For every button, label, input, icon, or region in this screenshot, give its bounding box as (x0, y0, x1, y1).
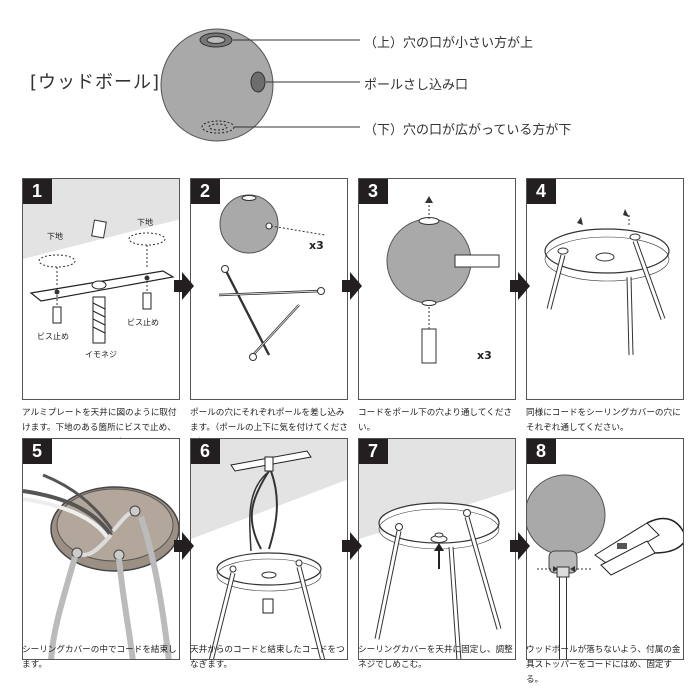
step-1-number: 1 (23, 179, 52, 204)
step-3-count: x3 (477, 349, 492, 362)
step-1-illustration (23, 179, 179, 344)
step-7-panel: 7 (358, 438, 516, 660)
step-4-illustration (544, 209, 670, 356)
arrow-icon (342, 272, 362, 300)
step-6-number: 6 (191, 439, 220, 464)
step-3-illustration (386, 196, 500, 364)
step-2-panel: 2 x3 (190, 178, 348, 400)
step-6-panel: 6 (190, 438, 348, 660)
step-5-number: 5 (23, 439, 52, 464)
wood-ball-diagram (160, 28, 360, 142)
step-3-caption: コードをポール下の穴より通してください。 (358, 408, 513, 433)
ball-title: [ウッドボール] (30, 72, 161, 93)
arrow-icon (510, 272, 530, 300)
step-6-illustration (191, 439, 347, 659)
step-1-label-imo: イモネジ (85, 350, 117, 359)
step-4-number: 4 (527, 179, 556, 204)
step-8-caption: ウッドボールが落ちないよう、付属の金具ストッパーをコードにはめ、固定する。 (526, 645, 681, 685)
step-8-number: 8 (527, 439, 556, 464)
step-7-illustration (359, 439, 515, 659)
callout-top: （上）穴の口が小さい方が上 (364, 36, 534, 51)
top-hole-inner (206, 36, 226, 44)
arrow-icon (342, 532, 362, 560)
step-4-panel: 4 (526, 178, 684, 400)
step-2-number: 2 (191, 179, 220, 204)
arrow-icon (174, 272, 194, 300)
step-1-panel: 1 下地 下地 ビス止め ビス止め イモネジ (22, 178, 180, 400)
step-7-caption: シーリングカバーを天井に固定し、調整ネジでしめこむ。 (358, 645, 513, 670)
step-1-label-base-left: 下地 (47, 232, 63, 241)
bottom-hole-inner (208, 123, 228, 131)
step-4-caption: 同様にコードをシーリングカバーの穴にそれぞれ通してください。 (526, 408, 681, 433)
callout-middle: ポールさし込み口 (364, 78, 469, 93)
arrow-icon (510, 532, 530, 560)
step-1-label-screw-right: ビス止め (127, 318, 159, 327)
wood-ball (160, 28, 274, 142)
arrow-icon (174, 532, 194, 560)
step-1-label-screw-left: ビス止め (37, 332, 69, 341)
step-5-caption: シーリングカバーの中でコードを結束します。 (22, 645, 177, 670)
step-2-count: x3 (309, 239, 324, 252)
callout-bottom: （下）穴の口が広がっている方が下 (364, 123, 572, 138)
step-3-panel: 3 x3 (358, 178, 516, 400)
step-5-illustration (23, 473, 179, 659)
side-hole (250, 71, 266, 93)
step-3-number: 3 (359, 179, 388, 204)
step-2-illustration (218, 194, 326, 361)
step-8-illustration (527, 474, 683, 659)
step-1-label-base-right: 下地 (137, 218, 153, 227)
step-7-number: 7 (359, 439, 388, 464)
step-6-caption: 天井からのコードと結束したコードをつなぎます。 (190, 645, 345, 670)
step-8-panel: 8 (526, 438, 684, 660)
step-5-panel: 5 (22, 438, 180, 660)
